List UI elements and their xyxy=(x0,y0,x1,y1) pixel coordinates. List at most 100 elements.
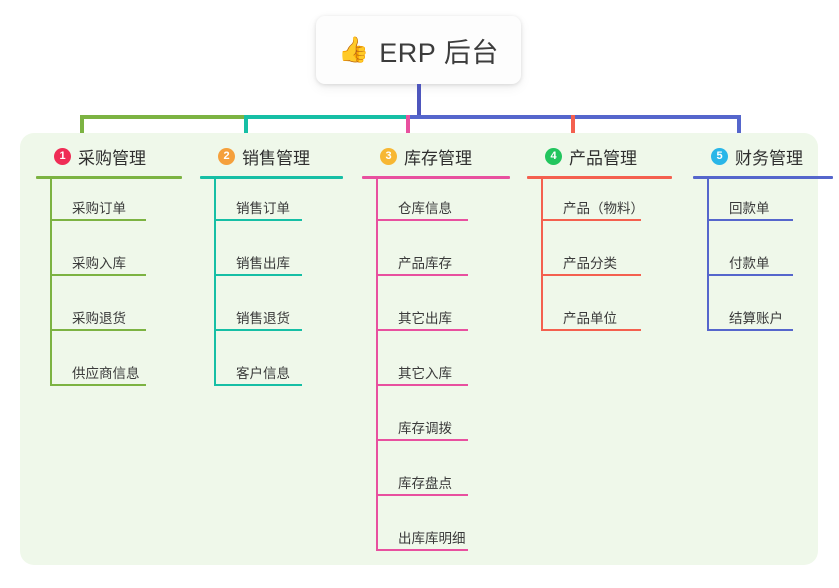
leaf-item[interactable]: 销售退货 xyxy=(214,293,302,331)
column-badge-2: 2 xyxy=(218,147,235,165)
leaf-label: 销售退货 xyxy=(236,311,290,326)
leaf-label: 产品库存 xyxy=(398,256,452,271)
column-rule-3 xyxy=(362,176,510,179)
leaf-label: 出库库明细 xyxy=(398,531,466,546)
column-rule-1 xyxy=(36,176,182,179)
leaf-item[interactable]: 销售出库 xyxy=(214,238,302,276)
leaf-rule xyxy=(376,274,468,276)
leaf-label: 结算账户 xyxy=(729,311,783,326)
column-header-2[interactable]: 2 销售管理 xyxy=(200,143,343,169)
leaf-item[interactable]: 其它入库 xyxy=(376,348,468,386)
leaf-item[interactable]: 付款单 xyxy=(707,238,793,276)
leaf-item[interactable]: 库存盘点 xyxy=(376,458,468,496)
leaf-label: 供应商信息 xyxy=(72,366,140,381)
column-spine-1 xyxy=(50,176,52,384)
leaf-label: 产品分类 xyxy=(563,256,617,271)
leaf-label: 产品单位 xyxy=(563,311,617,326)
leaf-rule xyxy=(707,329,793,331)
column-spine-3 xyxy=(376,176,378,549)
leaf-item[interactable]: 产品库存 xyxy=(376,238,468,276)
leaf-rule xyxy=(214,219,302,221)
leaf-rule xyxy=(541,219,641,221)
leaf-label: 回款单 xyxy=(729,201,770,216)
leaf-label: 库存盘点 xyxy=(398,476,452,491)
column-header-5[interactable]: 5 财务管理 xyxy=(693,143,833,169)
column-header-4[interactable]: 4 产品管理 xyxy=(527,143,672,169)
diagram-panel xyxy=(20,133,818,565)
column-title-4: 产品管理 xyxy=(569,148,637,168)
leaf-rule xyxy=(541,329,641,331)
column-header-3[interactable]: 3 库存管理 xyxy=(362,143,510,169)
leaf-item[interactable]: 仓库信息 xyxy=(376,183,468,221)
column-rule-2 xyxy=(200,176,343,179)
connector-segment-2 xyxy=(244,115,408,119)
leaf-label: 产品（物料） xyxy=(563,201,644,216)
leaf-item[interactable]: 结算账户 xyxy=(707,293,793,331)
leaf-rule xyxy=(50,329,146,331)
column-badge-1: 1 xyxy=(54,147,71,165)
leaf-rule xyxy=(376,549,468,551)
leaf-label: 采购订单 xyxy=(72,201,126,216)
column-title-3: 库存管理 xyxy=(404,148,472,168)
column-5: 5 财务管理 xyxy=(693,143,833,179)
leaf-rule xyxy=(50,219,146,221)
column-4: 4 产品管理 xyxy=(527,143,672,179)
column-rule-4 xyxy=(527,176,672,179)
column-3: 3 库存管理 xyxy=(362,143,510,179)
leaf-label: 销售订单 xyxy=(236,201,290,216)
column-header-1[interactable]: 1 采购管理 xyxy=(36,143,182,169)
leaf-item[interactable]: 产品（物料） xyxy=(541,183,644,221)
connector-segment-4 xyxy=(571,115,739,119)
column-badge-4: 4 xyxy=(545,147,562,165)
leaf-item[interactable]: 销售订单 xyxy=(214,183,302,221)
leaf-item[interactable]: 采购订单 xyxy=(50,183,146,221)
leaf-label: 采购退货 xyxy=(72,311,126,326)
leaf-rule xyxy=(376,439,468,441)
leaf-label: 采购入库 xyxy=(72,256,126,271)
leaf-rule xyxy=(214,329,302,331)
root-stem xyxy=(417,84,421,119)
leaf-item[interactable]: 产品分类 xyxy=(541,238,641,276)
column-rule-5 xyxy=(693,176,833,179)
leaf-item[interactable]: 采购入库 xyxy=(50,238,146,276)
column-badge-5: 5 xyxy=(711,147,728,165)
leaf-label: 销售出库 xyxy=(236,256,290,271)
root-node[interactable]: 👍 ERP 后台 xyxy=(316,16,521,84)
column-spine-5 xyxy=(707,176,709,329)
leaf-rule xyxy=(376,384,468,386)
leaf-rule xyxy=(214,274,302,276)
leaf-rule xyxy=(50,274,146,276)
column-title-2: 销售管理 xyxy=(242,148,310,168)
column-2: 2 销售管理 xyxy=(200,143,343,179)
column-spine-2 xyxy=(214,176,216,384)
leaf-rule xyxy=(376,329,468,331)
leaf-item[interactable]: 采购退货 xyxy=(50,293,146,331)
leaf-item[interactable]: 产品单位 xyxy=(541,293,641,331)
column-title-1: 采购管理 xyxy=(78,148,146,168)
leaf-label: 其它出库 xyxy=(398,311,452,326)
column-badge-3: 3 xyxy=(380,147,397,165)
leaf-label: 其它入库 xyxy=(398,366,452,381)
column-1: 1 采购管理 xyxy=(36,143,182,179)
leaf-rule xyxy=(376,494,468,496)
leaf-item[interactable]: 供应商信息 xyxy=(50,348,146,386)
leaf-item[interactable]: 库存调拨 xyxy=(376,403,468,441)
leaf-rule xyxy=(707,274,793,276)
column-spine-4 xyxy=(541,176,543,329)
connector-segment-3 xyxy=(406,115,573,119)
leaf-rule xyxy=(376,219,468,221)
leaf-label: 库存调拨 xyxy=(398,421,452,436)
leaf-label: 客户信息 xyxy=(236,366,290,381)
leaf-label: 付款单 xyxy=(729,256,770,271)
column-title-5: 财务管理 xyxy=(735,148,803,168)
leaf-item[interactable]: 其它出库 xyxy=(376,293,468,331)
root-title: ERP 后台 xyxy=(379,37,499,68)
leaf-label: 仓库信息 xyxy=(398,201,452,216)
leaf-item[interactable]: 客户信息 xyxy=(214,348,302,386)
leaf-item[interactable]: 回款单 xyxy=(707,183,793,221)
leaf-rule xyxy=(50,384,146,386)
thumbs-up-icon: 👍 xyxy=(338,35,370,64)
leaf-item[interactable]: 出库库明细 xyxy=(376,513,468,551)
leaf-rule xyxy=(214,384,302,386)
connector-segment-1 xyxy=(80,115,246,119)
